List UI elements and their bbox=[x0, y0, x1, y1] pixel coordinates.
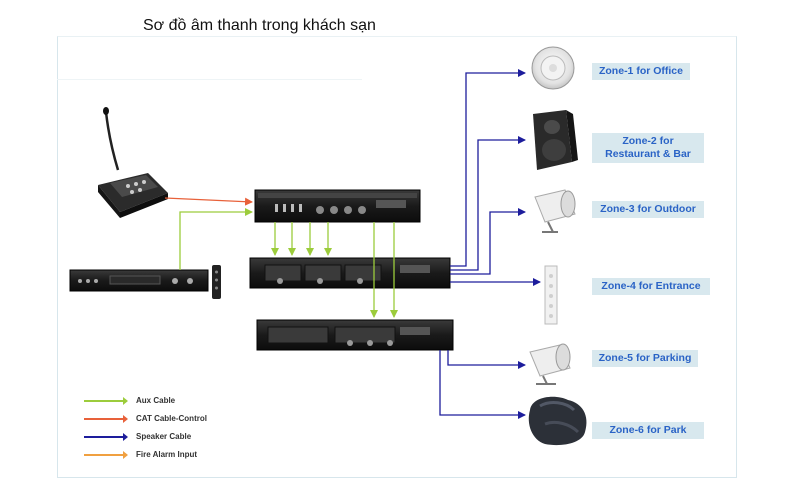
cd-tuner-player bbox=[69, 269, 209, 292]
rock-speaker-icon bbox=[528, 396, 587, 446]
paging-microphone-console bbox=[98, 107, 168, 218]
zone-label-1: Zone-1 for Office bbox=[592, 63, 690, 80]
legend-swatch-aux bbox=[84, 397, 128, 405]
diagram-frame bbox=[57, 36, 737, 478]
zone-label-6: Zone-6 for Park bbox=[592, 422, 704, 439]
legend-label-cat: CAT Cable-Control bbox=[136, 414, 207, 423]
zone-label-5: Zone-5 for Parking bbox=[592, 350, 698, 367]
speaker-cables bbox=[439, 69, 541, 419]
legend-label-aux: Aux Cable bbox=[136, 396, 176, 405]
aux-cable-cd-to-mixer bbox=[179, 208, 253, 270]
legend-swatch-cat bbox=[84, 415, 128, 423]
legend-swatch-fire bbox=[84, 451, 128, 459]
cat-cable-console-to-mixer bbox=[164, 197, 253, 206]
horn-speaker-icon bbox=[529, 343, 571, 385]
aux-cables-mixer-to-amp1 bbox=[271, 222, 332, 256]
zone-label-2: Zone-2 for Restaurant & Bar bbox=[592, 133, 704, 163]
horn-speaker-icon bbox=[534, 189, 576, 233]
power-amplifier-1 bbox=[249, 257, 451, 289]
legend-label-speaker: Speaker Cable bbox=[136, 432, 192, 441]
power-amplifier-2 bbox=[256, 319, 454, 351]
ceiling-speaker-icon bbox=[531, 46, 575, 90]
mixer-preamp-unit bbox=[254, 189, 421, 223]
box-speaker-icon bbox=[533, 110, 578, 170]
column-speaker-icon bbox=[544, 265, 558, 325]
zone-label-4: Zone-4 for Entrance bbox=[592, 278, 710, 295]
zone-label-3: Zone-3 for Outdoor bbox=[592, 201, 704, 218]
diagram-title: Sơ đồ âm thanh trong khách sạn bbox=[143, 17, 376, 34]
aux-cables-mixer-to-amp2 bbox=[370, 222, 398, 318]
remote-control-icon bbox=[212, 265, 221, 299]
frame-divider bbox=[57, 79, 362, 80]
legend-label-fire: Fire Alarm Input bbox=[136, 450, 198, 459]
legend-swatch-speaker bbox=[84, 433, 128, 441]
